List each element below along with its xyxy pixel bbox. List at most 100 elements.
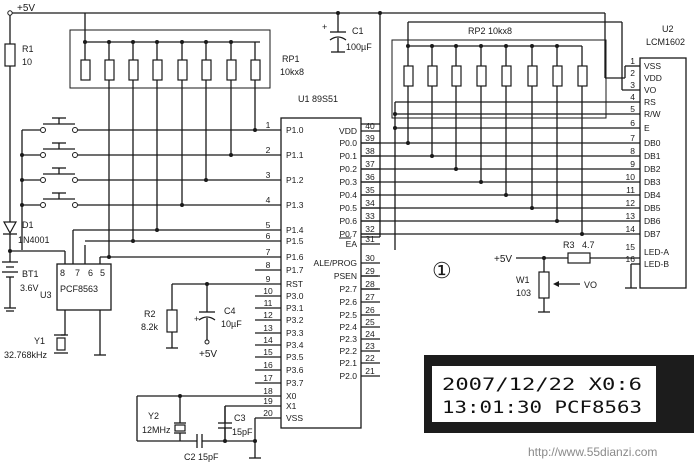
- r1-ref: R1: [22, 44, 34, 54]
- u2-pin-7-name: DB0: [644, 138, 661, 148]
- w1-ref: W1: [516, 275, 530, 285]
- u1-pin-31-number: 31: [365, 234, 375, 244]
- watermark: http://www.55dianzi.com: [528, 445, 657, 459]
- u1-pin-25-name: P2.4: [340, 322, 358, 332]
- u2-pin-9-number: 9: [630, 159, 635, 169]
- r2-value: 8.2k: [141, 322, 159, 332]
- u1-pin-34-number: 34: [365, 198, 375, 208]
- w1-potentiometer: [538, 258, 580, 313]
- u2-pin-10-number: 10: [626, 172, 636, 182]
- u1-pin-16-number: 16: [263, 360, 273, 370]
- u1-pin-14-name: P3.4: [286, 340, 304, 350]
- lcd-line-2: 13:01:30 PCF8563: [442, 398, 642, 418]
- u1-pin-27-name: P2.6: [340, 297, 358, 307]
- u1-pin-4-number: 4: [266, 195, 271, 205]
- u1-pin-35-name: P0.4: [340, 190, 358, 200]
- u1-pin-13-number: 13: [263, 323, 273, 333]
- u1-pin-32-number: 32: [365, 224, 375, 234]
- u1-pin-15-number: 15: [263, 347, 273, 357]
- u1-pin-26-name: P2.5: [340, 310, 358, 320]
- plus5v-label-lcd: +5V: [494, 254, 512, 265]
- c4-value: 10µF: [221, 319, 242, 329]
- u1-pin-39-number: 39: [365, 133, 375, 143]
- u1-pin-2-name: P1.1: [286, 150, 304, 160]
- u1-pin-24-number: 24: [365, 329, 375, 339]
- rp2-ref: RP2 10kx8: [468, 26, 512, 36]
- u1-pin-23-name: P2.2: [340, 346, 358, 356]
- svg-text:+: +: [322, 22, 327, 32]
- u2-pin-9-name: DB2: [644, 164, 661, 174]
- u1-pin-3-number: 3: [266, 170, 271, 180]
- u1-pin-1-name: P1.0: [286, 125, 304, 135]
- u1-pin-23-number: 23: [365, 341, 375, 351]
- u1-pin-10-name: P3.0: [286, 291, 304, 301]
- u1-pin-30-name: ALE/PROG: [314, 258, 357, 268]
- w1-net-label: VO: [584, 280, 597, 290]
- u3-pin-5: 5: [100, 268, 105, 278]
- u1-pin-26-number: 26: [365, 305, 375, 315]
- u2-pin-12-name: DB5: [644, 203, 661, 213]
- u2-pin-1-number: 1: [630, 56, 635, 66]
- rp2-resistor-network: [391, 21, 640, 236]
- r2-ref: R2: [144, 309, 156, 319]
- u3-pin-8: 8: [60, 268, 65, 278]
- u1-pin-21-name: P2.0: [340, 371, 358, 381]
- u1-pin-11-name: P3.1: [286, 303, 304, 313]
- u2-part: LCM1602: [646, 37, 685, 47]
- u2-pin-14-number: 14: [626, 224, 636, 234]
- rtc-bus-wires: [72, 229, 255, 258]
- u1-pin-22-name: P2.1: [340, 358, 358, 368]
- u2-pin-8-number: 8: [630, 146, 635, 156]
- u2-lcd-module: [625, 57, 687, 289]
- r3-resistor: [516, 252, 640, 264]
- y1-value: 32.768kHz: [4, 350, 48, 360]
- rp1-ref: RP1: [282, 54, 300, 64]
- u1-pin-5-name: P1.4: [286, 225, 304, 235]
- u2-pin-6-name: E: [644, 123, 650, 133]
- u2-pin-11-name: DB4: [644, 190, 661, 200]
- u1-pin-11-number: 11: [264, 298, 273, 308]
- r3-value: 4.7: [582, 240, 595, 250]
- u2-pin-13-name: DB6: [644, 216, 661, 226]
- oscillator-circuit: [136, 394, 261, 459]
- u1-pin-3-name: P1.2: [286, 175, 304, 185]
- u1-pin-13-name: P3.3: [286, 328, 304, 338]
- u2-pin-4-name: RS: [644, 97, 656, 107]
- c4-ref: C4: [224, 306, 236, 316]
- u1-pin-20-number: 20: [263, 408, 273, 418]
- u1-pin-20-name: VSS: [286, 413, 303, 423]
- u1-pin-8-number: 8: [266, 260, 271, 270]
- r1-resistor: [4, 43, 16, 222]
- y1-crystal: [54, 334, 68, 354]
- u1-pin-19-name: X1: [286, 401, 297, 411]
- u1-pin-17-name: P3.7: [286, 378, 304, 388]
- u1-pin-18-name: X0: [286, 391, 297, 401]
- u1-pin-22-number: 22: [365, 353, 375, 363]
- u1-pin-34-name: P0.5: [340, 203, 358, 213]
- u1-pin-18-number: 18: [263, 386, 273, 396]
- u1-pin-9-name: RST: [286, 279, 303, 289]
- u1-pin-7-name: P1.6: [286, 252, 304, 262]
- d1-ref: D1: [22, 220, 34, 230]
- u2-pin-3-name: VO: [644, 85, 657, 95]
- u1-pin-7-number: 7: [266, 247, 271, 257]
- u1-pin-31-name: EA: [346, 239, 358, 249]
- u2-pin-10-name: DB3: [644, 177, 661, 187]
- lcd-line-1: 2007/12/22 X0:6: [442, 375, 642, 395]
- u3-part: PCF8563: [60, 284, 98, 294]
- u2-pin-6-number: 6: [630, 118, 635, 128]
- w1-value: 103: [516, 288, 531, 298]
- u2-pin-2-number: 2: [630, 68, 635, 78]
- d1-diode: [2, 221, 66, 264]
- bt1-value: 3.6V: [20, 283, 39, 293]
- u1-pin-15-name: P3.5: [286, 352, 304, 362]
- y2-value: 12MHz: [142, 425, 171, 435]
- y2-ref: Y2: [148, 411, 159, 421]
- u1-pin-37-name: P0.2: [340, 164, 358, 174]
- reset-circuit: +: [166, 282, 255, 349]
- u1-pin-29-number: 29: [365, 266, 375, 276]
- u2-pin-16-number: 16: [626, 254, 636, 264]
- u1-pin-32-name: P0.7: [340, 229, 358, 239]
- u2-pin-13-number: 13: [626, 211, 636, 221]
